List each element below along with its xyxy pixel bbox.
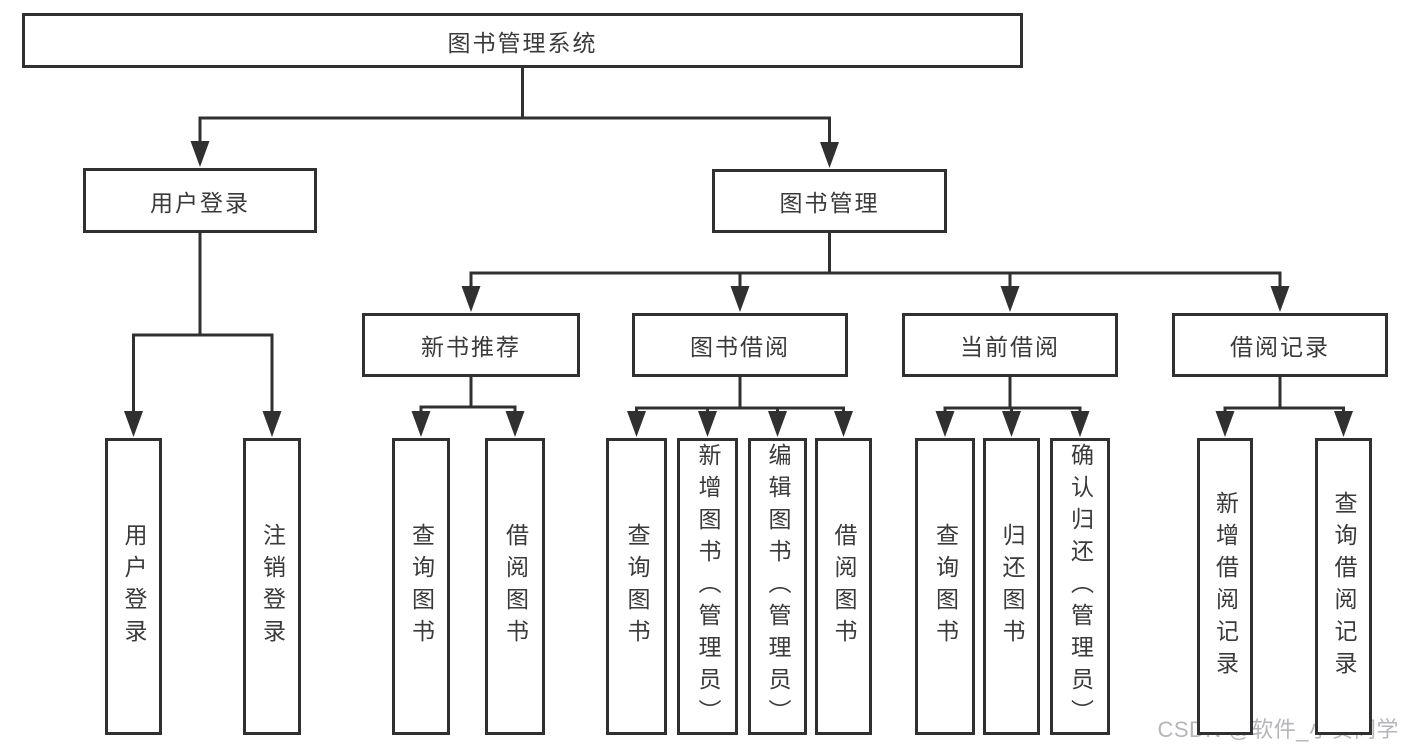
node-current-borrow: 当前借阅: [902, 313, 1118, 377]
node-cb-confirm: 确认归还（管理员）: [1050, 438, 1110, 735]
node-root: 图书管理系统: [22, 13, 1023, 68]
node-br-query: 查询借阅记录: [1315, 438, 1372, 735]
node-cb-query: 查询图书: [915, 438, 975, 735]
node-login: 用户登录: [105, 438, 162, 735]
node-borrow-records: 借阅记录: [1172, 313, 1388, 377]
node-new-book-rec: 新书推荐: [362, 313, 580, 377]
node-bw-borrow: 借阅图书: [815, 438, 872, 735]
node-br-add: 新增借阅记录: [1197, 438, 1253, 735]
node-logout: 注销登录: [243, 438, 301, 735]
node-book-borrow: 图书借阅: [632, 313, 848, 377]
node-book-mgmt: 图书管理: [712, 169, 947, 233]
node-bw-add: 新增图书（管理员）: [677, 438, 738, 735]
node-cb-return: 归还图书: [983, 438, 1040, 735]
node-nb-borrow: 借阅图书: [485, 438, 545, 735]
node-nb-query: 查询图书: [392, 438, 450, 735]
node-bw-edit: 编辑图书（管理员）: [748, 438, 807, 735]
node-user-login: 用户登录: [83, 168, 317, 233]
node-bw-query: 查询图书: [606, 438, 667, 735]
